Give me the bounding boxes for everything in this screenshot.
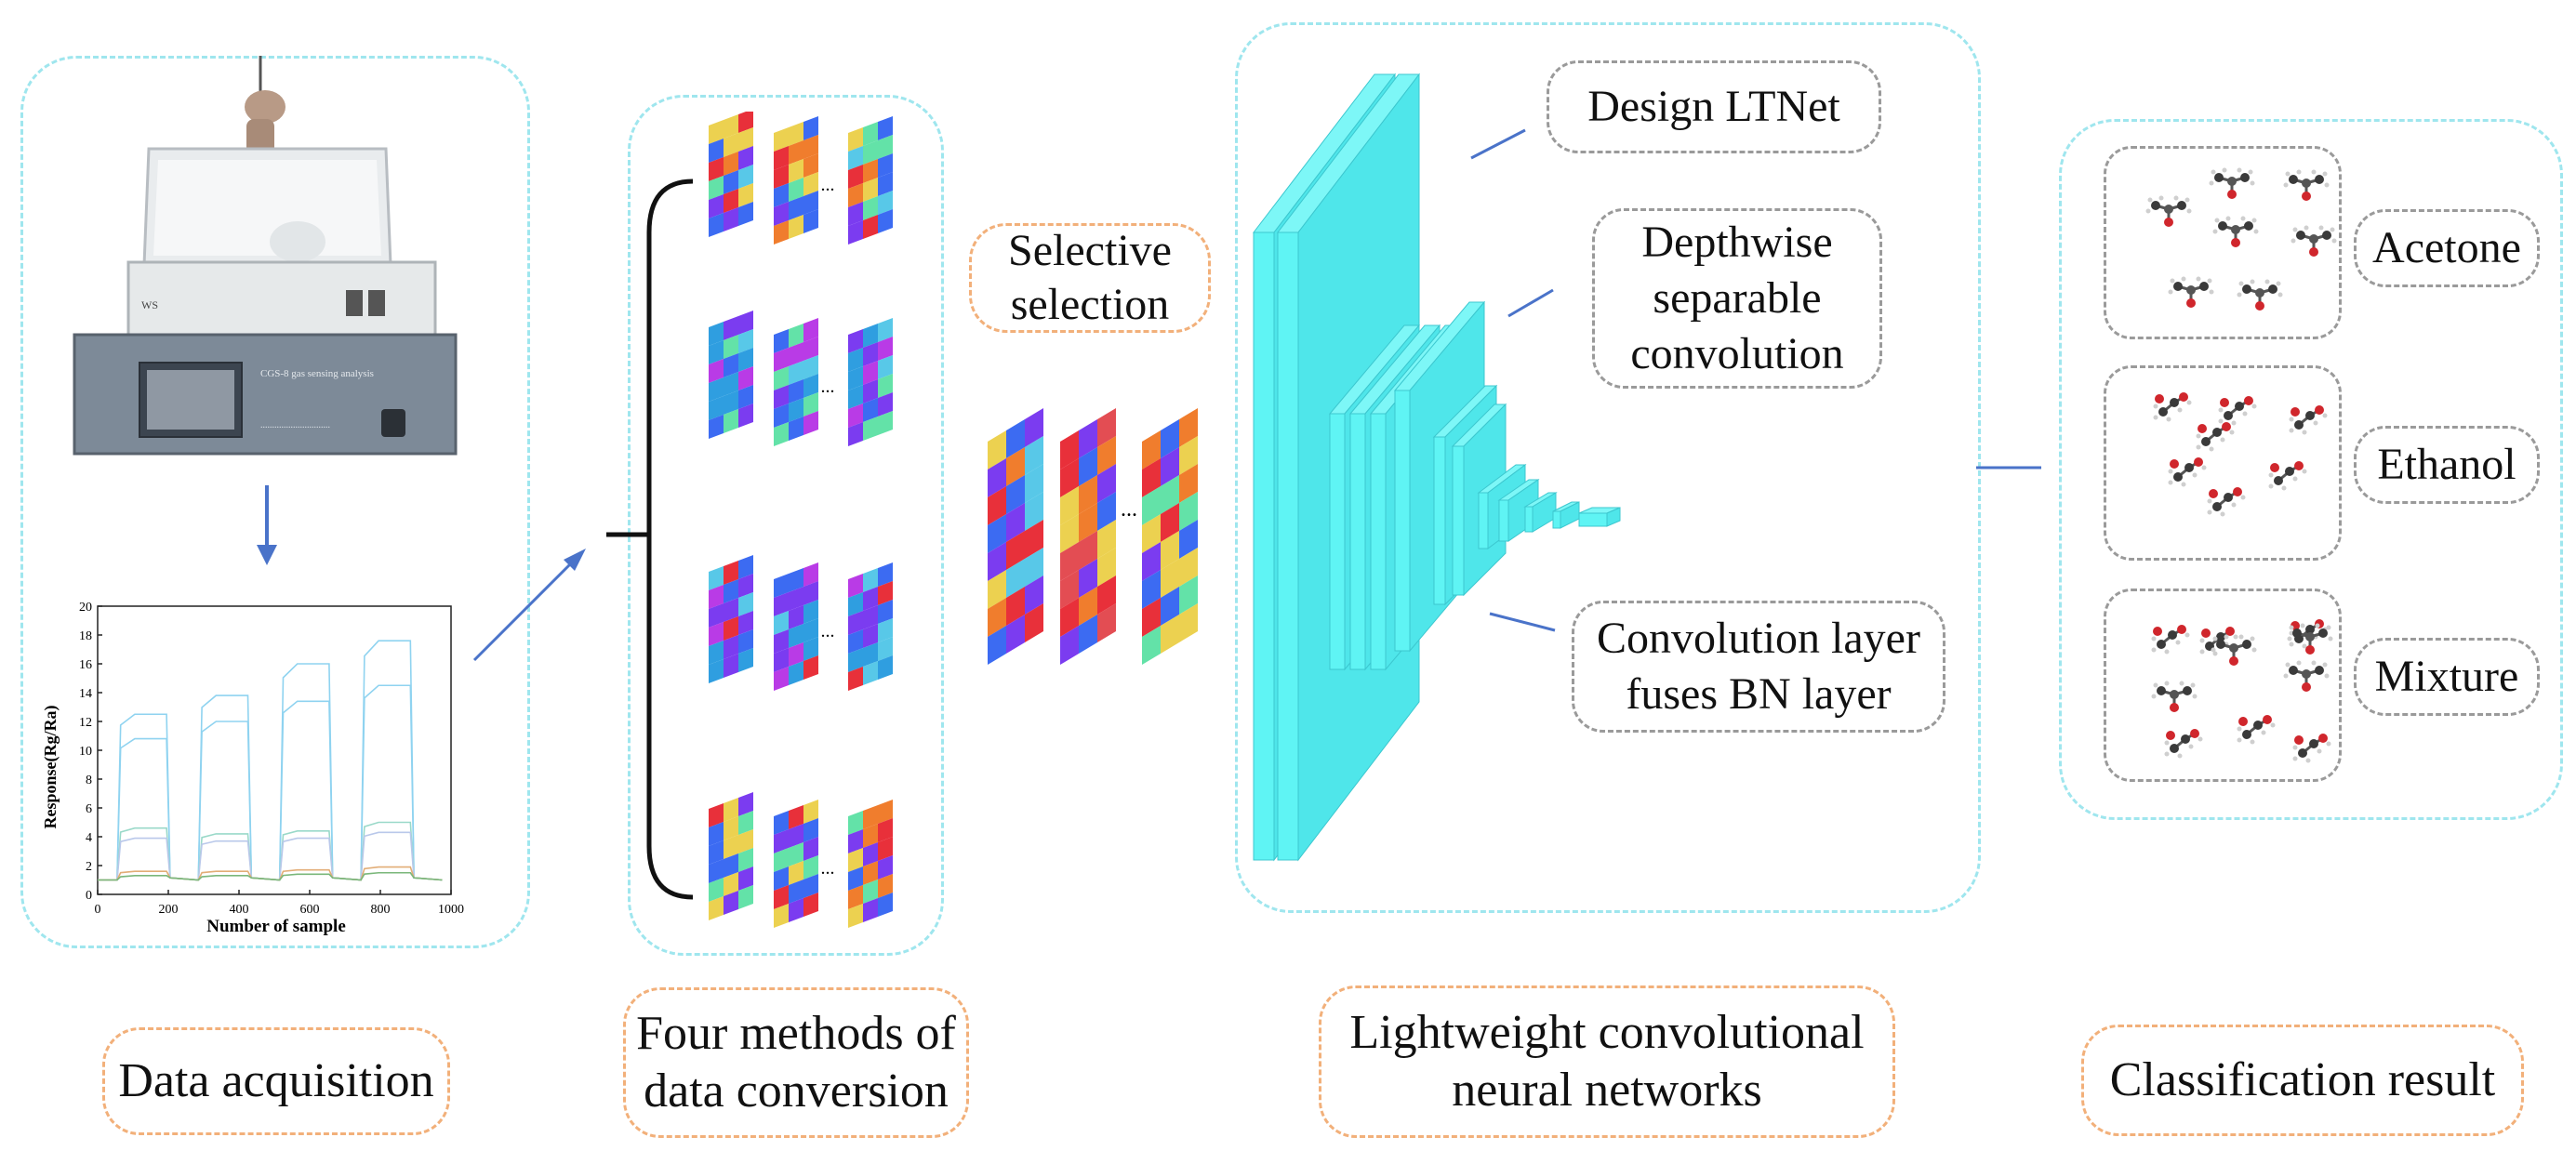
heatmap-tile bbox=[848, 318, 893, 446]
ellipsis-text: ... bbox=[1121, 497, 1137, 522]
stage-label-data-conversion: Four methods of data conversion bbox=[623, 987, 969, 1138]
x-tick-label: 400 bbox=[230, 903, 249, 917]
y-tick-label: 20 bbox=[79, 601, 92, 615]
heatmap-tile bbox=[709, 792, 753, 920]
stage-label-data-acquisition: Data acquisition bbox=[102, 1027, 450, 1135]
heatmap-tile bbox=[848, 800, 893, 928]
ellipsis-text: ... bbox=[821, 621, 835, 642]
stage-label-lightweight-cnn: Lightweight convolutional neural network… bbox=[1319, 985, 1895, 1138]
heatmap-tile bbox=[774, 800, 818, 928]
heatmap-tile bbox=[848, 116, 893, 245]
y-tick-label: 16 bbox=[79, 658, 92, 672]
depthwise-separable-label: Depthwise separable convolution bbox=[1592, 208, 1882, 389]
result-connector bbox=[1976, 466, 2041, 470]
heatmap-tile bbox=[709, 555, 753, 683]
x-tick-label: 800 bbox=[371, 903, 391, 917]
design-ltnet-label: Design LTNet bbox=[1547, 60, 1881, 153]
class-acetone: Acetone bbox=[2354, 209, 2540, 287]
stage-label-classification-result: Classification result bbox=[2081, 1025, 2524, 1136]
cnn-layer-stack bbox=[1252, 73, 1621, 862]
ellipsis-text: ... bbox=[821, 858, 835, 879]
ethanol-molecule-icon bbox=[2164, 729, 2203, 759]
y-tick-label: 8 bbox=[86, 774, 92, 787]
y-tick-label: 12 bbox=[79, 716, 92, 730]
y-tick-label: 6 bbox=[86, 802, 92, 816]
chart-frame bbox=[97, 605, 452, 895]
x-tick-label: 0 bbox=[95, 903, 101, 917]
acetone-molecule-icon bbox=[2209, 167, 2255, 199]
heatmap-tile bbox=[848, 562, 893, 691]
heatmap-tile bbox=[709, 311, 753, 439]
ethanol-molecule-box bbox=[2104, 365, 2342, 561]
y-tick-label: 0 bbox=[86, 889, 92, 903]
cnn-layer bbox=[1497, 479, 1540, 542]
ethanol-molecule-icon bbox=[2153, 392, 2192, 422]
chart-series-line bbox=[98, 640, 443, 881]
acetone-molecule-icon bbox=[2237, 279, 2283, 311]
diagonal-arrow-icon bbox=[472, 549, 586, 662]
ethanol-molecule-icon bbox=[2289, 405, 2328, 435]
acetone-molecule-icon bbox=[2212, 216, 2259, 247]
heatmap-tile bbox=[774, 116, 818, 245]
cnn-label-connectors bbox=[1470, 128, 1556, 632]
gas-sensing-device: WS CGS-8 gas sensing analysis ..........… bbox=[73, 56, 458, 456]
svg-text:CGS-8 gas sensing analysis: CGS-8 gas sensing analysis bbox=[260, 368, 374, 379]
class-mixture: Mixture bbox=[2354, 638, 2540, 716]
heatmap-tile bbox=[988, 408, 1043, 665]
y-tick-label: 18 bbox=[79, 629, 92, 643]
heatmap-tile bbox=[1060, 408, 1116, 665]
chart-y-axis-label: Response(Rg/Ra) bbox=[41, 705, 60, 828]
y-tick-label: 14 bbox=[79, 687, 92, 701]
svg-text:..............................: .............................. bbox=[260, 420, 330, 430]
ethanol-molecule-icon bbox=[2151, 625, 2190, 655]
cnn-layer bbox=[1578, 507, 1621, 527]
svg-text:WS: WS bbox=[141, 298, 158, 311]
acetone-molecule-icon bbox=[2291, 225, 2337, 257]
y-tick-label: 2 bbox=[86, 860, 92, 874]
heatmap-groups: ............ bbox=[709, 112, 893, 928]
branch-bracket bbox=[606, 179, 694, 900]
chart-x-axis-label: Number of sample bbox=[206, 917, 346, 936]
ethanol-molecule-icon bbox=[2218, 396, 2257, 426]
acetone-molecule-box bbox=[2104, 146, 2342, 339]
acetone-molecule-icon bbox=[2168, 276, 2214, 308]
chart-series-line bbox=[98, 871, 443, 881]
down-arrow-icon bbox=[257, 485, 277, 565]
ethanol-molecule-icon bbox=[2292, 734, 2331, 763]
cnn-layer bbox=[1552, 501, 1580, 529]
conv-fuses-bn-label: Convolution layer fuses BN layer bbox=[1572, 601, 1945, 733]
heatmap-tile bbox=[774, 562, 818, 691]
ethanol-molecule-icon bbox=[2237, 715, 2276, 745]
y-tick-label: 4 bbox=[86, 831, 92, 845]
data-conversion-panel bbox=[628, 95, 944, 956]
ethanol-molecule-icon bbox=[2199, 627, 2238, 656]
selected-heatmaps: ... bbox=[988, 408, 1198, 665]
ethanol-molecule-icon bbox=[2207, 487, 2246, 517]
x-tick-label: 600 bbox=[300, 903, 320, 917]
acetone-molecule-icon bbox=[2283, 169, 2330, 201]
heatmap-tile bbox=[1142, 408, 1198, 665]
data-acquisition-panel bbox=[20, 56, 530, 948]
acetone-molecule-icon bbox=[2211, 634, 2257, 666]
ethanol-molecule-icon bbox=[2268, 461, 2307, 491]
class-ethanol: Ethanol bbox=[2354, 426, 2540, 504]
molecule-icons bbox=[2145, 167, 2337, 763]
ellipsis-text: ... bbox=[821, 175, 835, 195]
acetone-molecule-icon bbox=[2287, 623, 2333, 655]
selective-selection-label: Selective selection bbox=[969, 223, 1211, 333]
acetone-molecule-icon bbox=[2151, 681, 2198, 712]
x-tick-label: 1000 bbox=[438, 903, 464, 917]
ethanol-molecule-icon bbox=[2168, 457, 2207, 487]
heatmap-tile bbox=[709, 112, 753, 237]
acetone-molecule-icon bbox=[2283, 660, 2330, 692]
ethanol-molecule-icon bbox=[2196, 422, 2235, 452]
mixture-molecule-box bbox=[2104, 589, 2342, 782]
y-tick-label: 10 bbox=[79, 745, 92, 759]
ellipsis-text: ... bbox=[821, 377, 835, 397]
heatmap-tile bbox=[774, 318, 818, 446]
acetone-molecule-icon bbox=[2145, 195, 2192, 227]
x-tick-label: 200 bbox=[159, 903, 179, 917]
classification-panel bbox=[2059, 119, 2563, 820]
